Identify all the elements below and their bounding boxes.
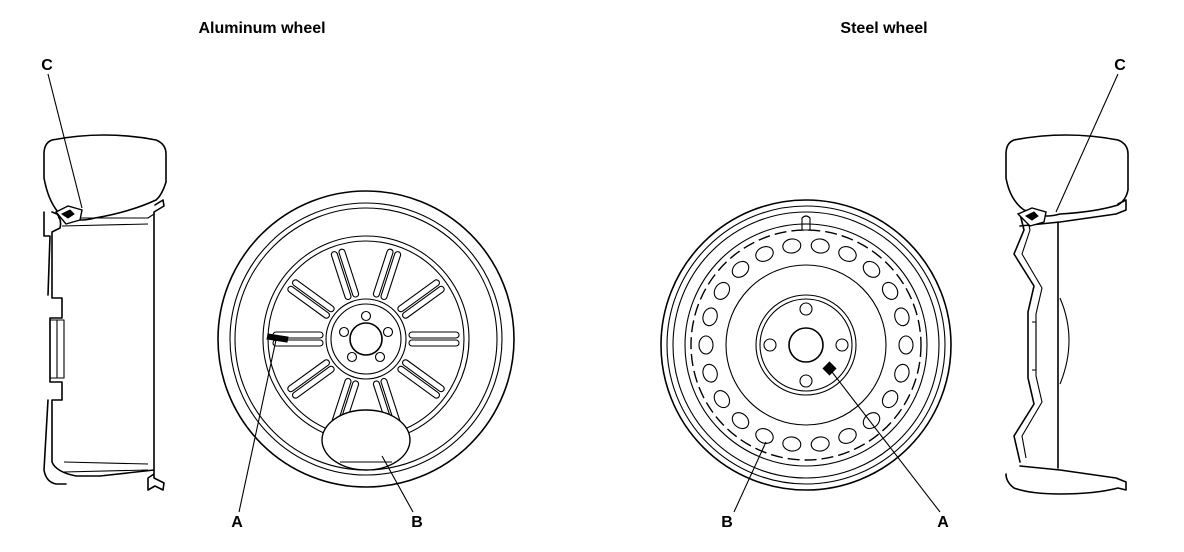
callout-c-steel: C [1114,57,1126,74]
aluminum-wheel-title: Aluminum wheel [198,20,325,37]
aluminum-wheel-side-profile [43,134,167,491]
leader-lines [47,73,1119,513]
aluminum-wheel-face [217,190,515,488]
steel-wheel-face [660,199,952,491]
callout-b-aluminum: B [411,514,423,531]
callout-a-aluminum: A [231,514,243,531]
steel-wheel-side-profile [1005,134,1129,495]
callout-a-steel: A [937,514,949,531]
steel-wheel-title: Steel wheel [840,20,927,37]
callout-c-aluminum: C [41,57,53,74]
callout-b-steel: B [721,514,733,531]
